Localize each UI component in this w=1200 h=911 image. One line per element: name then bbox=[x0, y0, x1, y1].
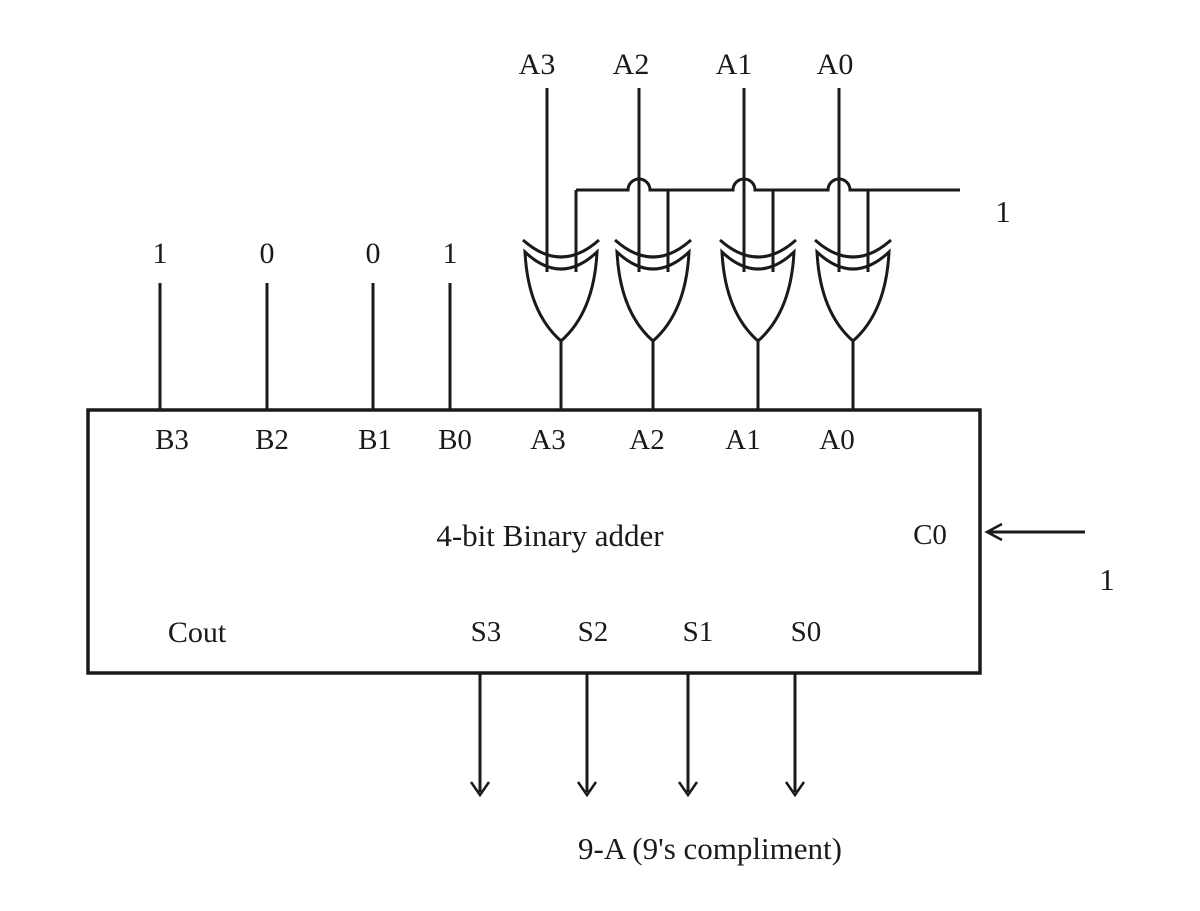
port-b1: B1 bbox=[358, 424, 392, 456]
b1-value: 0 bbox=[366, 237, 381, 270]
sum-label-s2: S2 bbox=[578, 616, 609, 648]
sum-arrowhead-s1-icon bbox=[677, 781, 699, 798]
sum-port-labels: S3 S2 S1 S0 bbox=[471, 616, 822, 648]
carry-out-label: Cout bbox=[168, 616, 227, 649]
adder-box bbox=[86, 408, 982, 675]
port-a3: A3 bbox=[530, 424, 565, 456]
bus-constant-label: 1 bbox=[995, 194, 1011, 229]
port-a2: A2 bbox=[629, 424, 664, 456]
diagram-caption: 9-A (9's compliment) bbox=[578, 831, 842, 866]
b0-value: 1 bbox=[443, 237, 458, 270]
port-a0: A0 bbox=[819, 424, 854, 456]
sum-label-s0: S0 bbox=[791, 616, 822, 648]
carry-in-arrowhead-icon bbox=[984, 522, 1003, 542]
b2-value: 0 bbox=[260, 237, 275, 270]
xor-gate-bit3-icon bbox=[522, 238, 600, 343]
top-label-a0: A0 bbox=[817, 48, 854, 81]
sum-arrowhead-s3-icon bbox=[469, 781, 491, 798]
sum-label-s1: S1 bbox=[683, 616, 714, 648]
b3-value: 1 bbox=[153, 237, 168, 270]
top-label-a1: A1 bbox=[716, 48, 753, 81]
a-input-wires bbox=[545, 88, 841, 270]
carry-in-arrow bbox=[984, 522, 1085, 542]
adder-port-labels: B3 B2 B1 B0 A3 A2 A1 A0 bbox=[155, 424, 855, 456]
top-label-a2: A2 bbox=[613, 48, 650, 81]
port-b2: B2 bbox=[255, 424, 289, 456]
port-b3: B3 bbox=[155, 424, 189, 456]
carry-in-value: 1 bbox=[1099, 562, 1115, 597]
adder-title: 4-bit Binary adder bbox=[436, 518, 664, 553]
port-a1: A1 bbox=[725, 424, 760, 456]
xor-gates bbox=[522, 238, 892, 343]
sum-output-wires bbox=[469, 673, 806, 798]
carry-in-port-label: C0 bbox=[913, 519, 947, 551]
top-label-a3: A3 bbox=[519, 48, 556, 81]
xor-gate-bit2-icon bbox=[614, 238, 692, 343]
sum-label-s3: S3 bbox=[471, 616, 502, 648]
sum-arrowhead-s0-icon bbox=[784, 781, 806, 798]
top-input-labels: A3 A2 A1 A0 bbox=[519, 48, 854, 81]
b-value-labels: 1 0 0 1 bbox=[153, 237, 458, 270]
bus-line bbox=[576, 177, 960, 192]
xor-gate-bit1-icon bbox=[719, 238, 797, 343]
xor-gate-bit0-icon bbox=[814, 238, 892, 343]
b-input-wires bbox=[158, 283, 452, 410]
sum-arrowhead-s2-icon bbox=[576, 781, 598, 798]
xor-input-stubs bbox=[545, 240, 870, 272]
xor-output-wires bbox=[559, 341, 855, 410]
port-b0: B0 bbox=[438, 424, 472, 456]
